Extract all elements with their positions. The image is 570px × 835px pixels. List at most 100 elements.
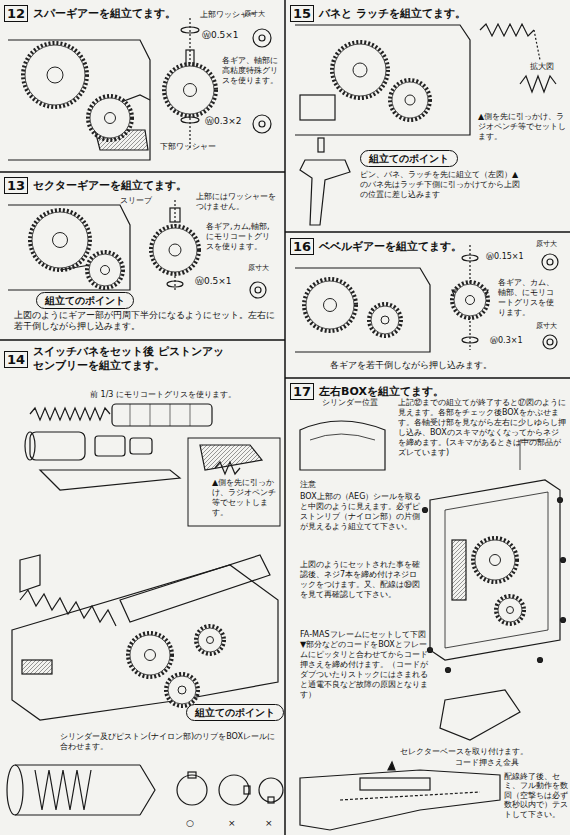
gear-hub — [169, 244, 181, 256]
gear-hub — [207, 637, 214, 644]
gear-teeth — [390, 80, 430, 120]
note-text: × — [265, 818, 279, 829]
step-heading: 17 左右BOXを組立てます。 — [290, 383, 444, 400]
gear-body — [153, 228, 197, 272]
gear-teeth — [88, 96, 132, 140]
step-heading: 13 セクターギアーを組立てます。 — [4, 177, 187, 194]
gear-hub — [145, 650, 156, 661]
gear-body — [198, 628, 222, 652]
gear-hub — [466, 296, 475, 305]
note-text: 拡大図 — [530, 62, 566, 72]
step-number: 12 — [4, 5, 28, 22]
note-text: FA-MASフレームにセットして下図▼部分などのコードをBOXとフレームにピッタ… — [300, 630, 430, 700]
step-title: ベベルギアーを組立てます。 — [319, 240, 462, 254]
note-text: 配線終了後、セミ、フル動作を数回（空撃ちは必ず数秒以内で）テストして下さい。 — [504, 772, 568, 819]
note-text: 各ギア、カム、軸部、にモリコートグリスを使ります。 — [498, 278, 560, 318]
gear-body — [371, 306, 399, 334]
gear-teeth — [452, 282, 488, 318]
note-text: 原寸大 — [536, 240, 566, 249]
note-text: 前 1/3 にモリコートグリスを使ります。 — [90, 390, 260, 400]
gear-hub — [47, 67, 63, 83]
screw — [538, 658, 543, 663]
gear-hub — [507, 607, 514, 614]
gear-teeth — [332, 42, 388, 98]
note-text: Ⓦ0.3×2 — [205, 116, 255, 127]
note-text: 原寸大 — [536, 322, 566, 331]
note-text: 各ギアを若干倒しながら押し込みます。 — [330, 360, 550, 371]
gear-body — [89, 254, 121, 286]
gear-hub — [53, 233, 68, 248]
step-number: 15 — [290, 5, 314, 22]
gear-teeth — [151, 226, 199, 274]
note-text: ピン、バネ、ラッチを先に組立て（左図）▲のバネ先はラッチ下側に引っかけてから上図… — [360, 170, 520, 200]
note-text: Ⓦ0.5×1 — [195, 276, 245, 287]
point-box: 組立てのポイント — [360, 150, 458, 167]
step-heading: 15バネと ラッチを組立てます。 — [290, 5, 466, 22]
point-title: 組立てのポイント — [195, 707, 275, 718]
gear-hub — [184, 84, 197, 97]
gear-teeth — [369, 304, 401, 336]
gear-teeth — [166, 674, 198, 706]
step-number: 13 — [4, 177, 28, 194]
gear-teeth — [196, 626, 224, 654]
step-title: セクターギアーを組立てます。 — [33, 179, 187, 193]
gear-body — [454, 284, 486, 316]
screw — [561, 558, 566, 563]
gear-body — [392, 82, 428, 118]
point-title: 組立てのポイント — [369, 153, 449, 164]
gear-teeth — [496, 596, 524, 624]
note-text: 各ギア,カム,軸部,にモリコートグリスを使ります。 — [206, 222, 276, 252]
gear-body — [25, 45, 85, 105]
gear-body — [306, 281, 354, 329]
gear-hub — [105, 113, 116, 124]
note-text: シリンダー位置 — [322, 398, 394, 408]
gearbox-assembly — [12, 555, 278, 720]
gear-body — [168, 676, 196, 704]
gear-hub — [324, 299, 337, 312]
note-text: 下部ワッシャー — [160, 142, 230, 152]
step-number: 16 — [290, 238, 314, 255]
gear-teeth — [473, 538, 517, 582]
note-text: 上図のようにセットされた事を確認後、ネジ7本を締め付けネジロックをつけます。又、… — [300, 560, 422, 600]
step-title: スイッチバネをセット後 ピストンアッセンブリーを組立てます。 — [33, 345, 233, 373]
note-text: ▲側を先に引っかけ、ラジオペンチ等でセットします。 — [212, 478, 282, 518]
note-text: Ⓦ0.15×1 — [486, 252, 538, 262]
note-text: 原寸大 — [244, 10, 274, 19]
note-text: Ⓦ0.3×1 — [490, 336, 538, 346]
note-text: シリンダー及びピストン(ナイロン部)のリブをBOXレールに合わせます。 — [60, 732, 280, 752]
note-text: 原寸大 — [248, 264, 280, 273]
point-box: 組立てのポイント — [186, 704, 284, 721]
step-title: 左右BOXを組立てます。 — [319, 385, 444, 399]
note-text: ▲側を先に引っかけ、ラジオペンチ等でセットします。 — [478, 112, 566, 142]
box-assembly — [300, 421, 560, 830]
gear-body — [90, 98, 130, 138]
step-number: 17 — [290, 383, 314, 400]
gear-body — [130, 635, 170, 675]
note-text: 各ギア、軸部に高粘度特殊グリスを使ります。 — [222, 56, 280, 86]
note-text: セレクターベースを取り付けます。 — [400, 747, 550, 757]
gear-teeth — [128, 633, 172, 677]
step-heading: 12 スパーギアーを組立てます。 — [4, 5, 176, 22]
gear-body — [498, 598, 522, 622]
step-title: スパーギアーを組立てます。 — [33, 7, 176, 21]
note-text: 上図のようにギアー部が円周下半分になるようにセット。左右に若干倒しながら押し込み… — [14, 310, 279, 333]
gear-hub — [381, 316, 389, 324]
note-text: コード押さえ金具 — [455, 758, 545, 768]
gear-teeth — [87, 252, 123, 288]
note-text: ○ — [186, 818, 200, 829]
gear-teeth — [30, 210, 90, 270]
gear-hub — [178, 686, 186, 694]
note-text: スリーブ — [120, 196, 168, 206]
point-box: 組立てのポイント — [36, 292, 134, 309]
step-number: 14 — [4, 351, 28, 368]
step-heading: 16 ベベルギアーを組立てます。 — [290, 238, 462, 255]
screw — [428, 648, 433, 653]
gear-body — [166, 66, 214, 114]
gear-body — [32, 212, 88, 268]
note-text: 上記⑫までの組立てが終了すると⑰図のように見えます。各部をチェック後BOXをかぶ… — [398, 398, 566, 458]
gear-teeth — [164, 64, 216, 116]
gear-hub — [490, 555, 501, 566]
gear-hub — [101, 266, 110, 275]
gear-body — [334, 44, 386, 96]
